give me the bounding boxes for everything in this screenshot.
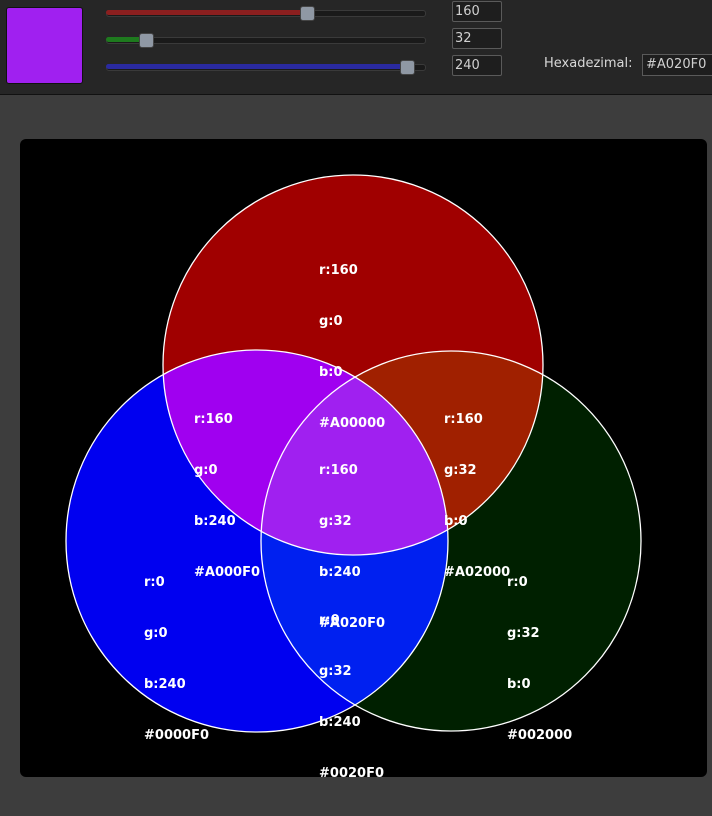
label-center-r: r:160	[319, 463, 358, 478]
red-circle-outline	[162, 174, 544, 556]
green-circle-outline	[260, 350, 642, 732]
label-center: r:160 g:32 b:240 #A020F0	[319, 428, 385, 666]
blue-slider-fill	[106, 64, 407, 69]
label-red-only-g: g:0	[319, 314, 343, 329]
label-green-blue: r:0 g:32 b:240 #0020F0	[319, 578, 384, 816]
label-green-only-r: r:0	[507, 575, 528, 590]
blue-slider-thumb[interactable]	[400, 60, 415, 75]
label-red-blue-r: r:160	[194, 412, 233, 427]
blue-circle-outline	[65, 349, 449, 733]
label-red-green-b: b:0	[444, 514, 468, 529]
green-slider-fill	[106, 37, 146, 42]
red-slider[interactable]	[106, 6, 426, 21]
label-green-only-b: b:0	[507, 677, 531, 692]
label-red-only-r: r:160	[319, 263, 358, 278]
label-red-blue: r:160 g:0 b:240 #A000F0	[194, 377, 260, 615]
label-green-only-g: g:32	[507, 626, 540, 641]
venn-diagram	[65, 174, 642, 733]
label-blue-only: r:0 g:0 b:240 #0000F0	[144, 540, 209, 778]
label-blue-only-b: b:240	[144, 677, 186, 692]
color-toolbar: 160 32 240 Hexadezimal: #A020F0	[0, 0, 712, 95]
label-center-b: b:240	[319, 565, 361, 580]
hex-input[interactable]: #A020F0	[642, 54, 712, 76]
label-blue-only-hex: #0000F0	[144, 728, 209, 743]
label-red-blue-hex: #A000F0	[194, 565, 261, 580]
label-green-blue-b: b:240	[319, 715, 361, 730]
green-slider-track[interactable]	[106, 37, 426, 44]
green-slider-thumb[interactable]	[139, 33, 154, 48]
color-swatch	[6, 7, 83, 84]
blue-slider[interactable]	[106, 60, 426, 75]
label-red-green-r: r:160	[444, 412, 483, 427]
label-red-only-hex: #A00000	[319, 416, 386, 431]
red-slider-fill	[106, 10, 307, 15]
label-green-only: r:0 g:32 b:0 #002000	[507, 540, 572, 778]
label-red-green-hex: #A02000	[444, 565, 511, 580]
label-center-g: g:32	[319, 514, 352, 529]
label-blue-only-g: g:0	[144, 626, 168, 641]
green-value-input[interactable]: 32	[452, 28, 502, 49]
hex-label: Hexadezimal:	[544, 56, 633, 71]
label-red-green-g: g:32	[444, 463, 477, 478]
label-blue-only-r: r:0	[144, 575, 165, 590]
label-red-blue-b: b:240	[194, 514, 236, 529]
green-slider[interactable]	[106, 33, 426, 48]
label-green-blue-hex: #0020F0	[319, 766, 384, 781]
red-slider-thumb[interactable]	[300, 6, 315, 21]
center-overlap	[261, 351, 448, 555]
label-green-blue-r: r:0	[319, 613, 340, 628]
label-red-green: r:160 g:32 b:0 #A02000	[444, 377, 510, 615]
label-green-only-hex: #002000	[507, 728, 573, 743]
label-red-only: r:160 g:0 b:0 #A00000	[319, 228, 385, 466]
label-red-blue-g: g:0	[194, 463, 218, 478]
blue-value-input[interactable]: 240	[452, 55, 502, 76]
label-center-hex: #A020F0	[319, 616, 386, 631]
red-value-input[interactable]: 160	[452, 1, 502, 22]
label-green-blue-g: g:32	[319, 664, 352, 679]
label-red-only-b: b:0	[319, 365, 343, 380]
venn-panel: r:160 g:0 b:0 #A00000 r:160 g:0 b:240 #A…	[20, 139, 707, 781]
